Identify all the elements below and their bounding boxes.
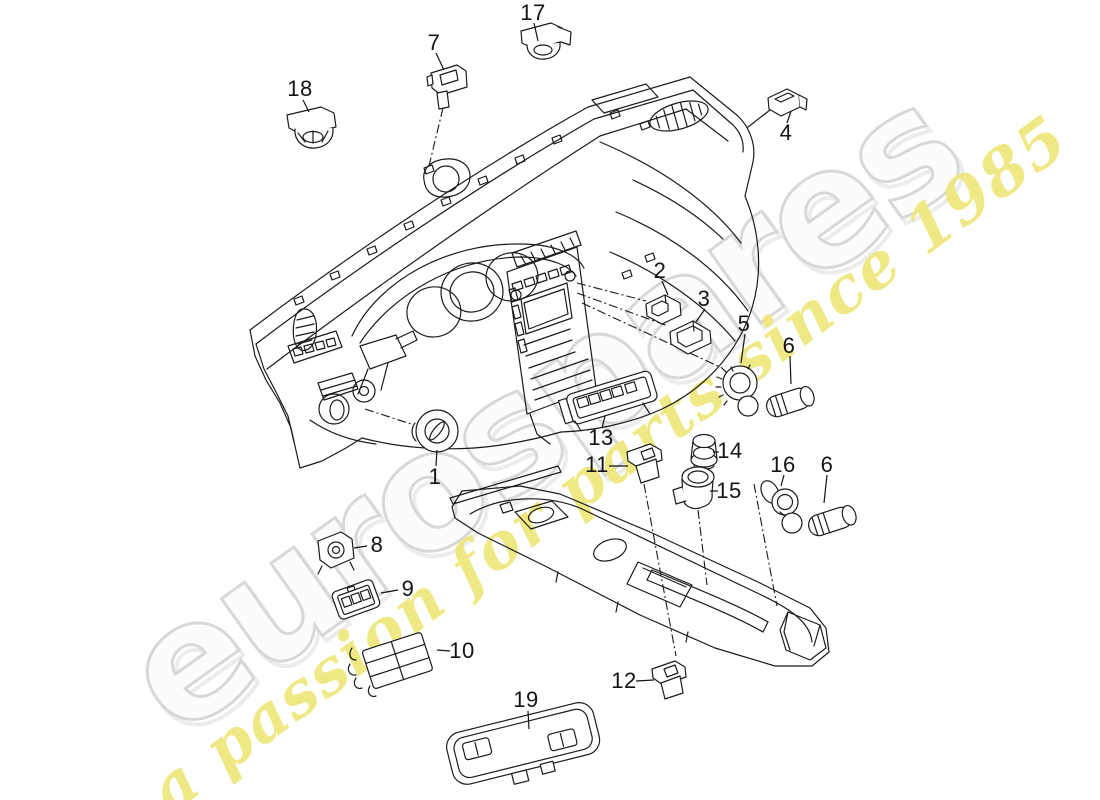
lower-left-vent	[317, 372, 376, 425]
part-1-rotary-knob	[411, 409, 459, 453]
leader-line-1	[435, 449, 438, 467]
part-label-12: 12	[611, 668, 637, 693]
left-side-vent	[292, 308, 318, 352]
part-label-7: 7	[427, 30, 441, 55]
part-label-1: 1	[428, 464, 442, 489]
part-3-switch	[669, 320, 712, 355]
part-label-5: 5	[737, 311, 751, 336]
part-13-climate-control	[557, 370, 658, 432]
part-4-switch	[767, 88, 808, 117]
leader-line-3	[695, 308, 706, 323]
leader-line-18	[302, 99, 310, 113]
switch-strip	[287, 330, 343, 364]
part-19-window-lift-switch-panel	[446, 702, 601, 785]
lower-dash-edge	[309, 419, 562, 450]
part-17-sensor	[520, 22, 572, 60]
part-9-window-switch-pair	[331, 579, 381, 620]
part-label-18: 18	[287, 76, 313, 101]
part-10-switch-bank	[347, 632, 433, 697]
leader-line-12	[635, 679, 655, 682]
part-label-10: 10	[449, 638, 475, 663]
part-6-lighter-plug-upper	[765, 385, 815, 418]
part-label-19: 19	[513, 687, 539, 712]
leader-line-6a	[789, 355, 792, 385]
part-label-4: 4	[779, 120, 793, 145]
leader-line-9	[380, 589, 399, 594]
leader-line-2	[661, 280, 669, 296]
part-label-14: 14	[717, 438, 743, 463]
leader-line-10	[436, 649, 451, 652]
leader-line-7	[435, 52, 445, 71]
console-rear-bracket	[779, 611, 827, 661]
part-label-15: 15	[716, 478, 742, 503]
part-6-lighter-plug-lower	[807, 504, 857, 537]
part-7-sensor-bracket	[426, 64, 468, 110]
mounting-clips	[293, 109, 656, 306]
dashboard-left-end	[249, 329, 363, 469]
console-cupholder	[593, 538, 627, 562]
console-tray	[626, 561, 693, 608]
part-14-push-button	[690, 433, 718, 470]
center-dash-vent	[511, 230, 582, 268]
leader-line-6b	[823, 474, 828, 504]
leader-line-16	[780, 474, 785, 487]
part-label-6b: 6	[820, 452, 834, 477]
leader-line-8	[353, 545, 368, 549]
part-label-17: 17	[520, 0, 546, 25]
part-18-sensor	[286, 106, 337, 149]
right-dash-vent	[649, 100, 709, 132]
connection-lines	[364, 107, 778, 657]
part-label-8: 8	[370, 532, 384, 557]
part-11-switch	[626, 443, 663, 484]
part-label-11: 11	[585, 452, 609, 477]
part-15-socket-housing	[672, 466, 715, 510]
dash-center-speaker	[423, 158, 471, 198]
leader-line-4	[786, 110, 792, 124]
part-label-6a: 6	[782, 333, 796, 358]
part-label-9: 9	[401, 576, 415, 601]
part-label-13: 13	[588, 425, 614, 450]
part-label-3: 3	[697, 286, 711, 311]
console-shifter-opening	[499, 500, 569, 530]
leader-lines	[302, 22, 828, 730]
steering-column	[357, 330, 418, 395]
leader-line-17	[533, 22, 539, 42]
part-5-lighter-socket	[715, 364, 759, 417]
glovebox-area	[560, 141, 760, 433]
part-12-switch	[651, 660, 687, 700]
part-label-16: 16	[770, 452, 796, 477]
leader-line-5	[740, 333, 746, 364]
part-8-mirror-switch	[317, 531, 355, 575]
part-2-switch	[645, 294, 682, 325]
leader-line-19	[527, 710, 530, 730]
part-label-2: 2	[653, 258, 667, 283]
center-console-drawing	[449, 465, 830, 667]
part-16-socket-with-cap	[760, 480, 803, 534]
leader-line-13	[601, 415, 606, 429]
